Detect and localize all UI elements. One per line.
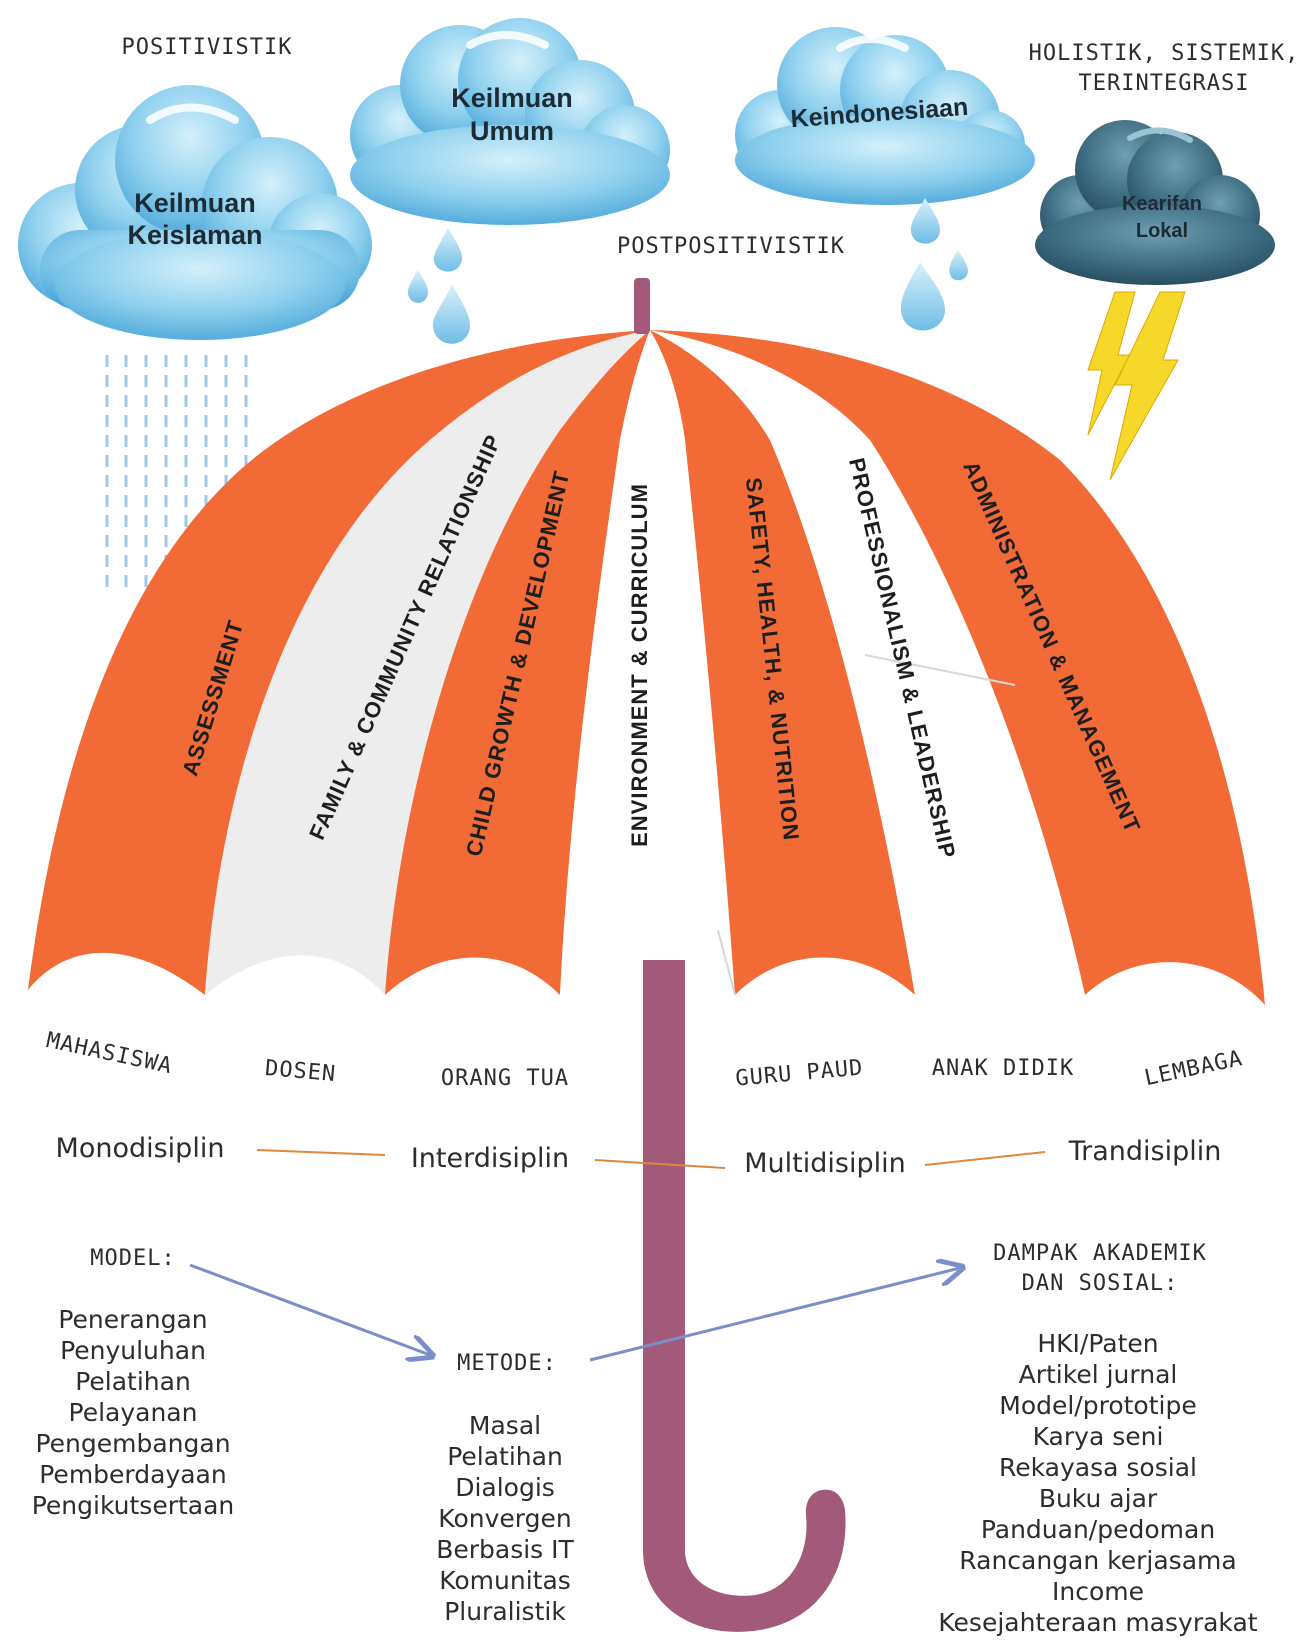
- paradigm-positivistik: POSITIVISTIK: [122, 35, 293, 60]
- metode-title: METODE:: [457, 1351, 557, 1376]
- list-item: Pluralistik: [444, 1597, 566, 1626]
- cloud-kearifan-line1: Kearifan: [1122, 193, 1202, 215]
- panel-assessment-shape: [28, 330, 650, 995]
- model-title: MODEL:: [90, 1246, 175, 1271]
- arrow-model-to-metode: [189, 1263, 430, 1355]
- stakeholder-dosen: DOSEN: [264, 1056, 337, 1087]
- list-item: Pemberdayaan: [39, 1460, 226, 1489]
- raindrop-icon: [900, 198, 968, 331]
- panel-professionalism-shape: [650, 330, 1085, 995]
- cloud-keislaman-line2: Keislaman: [127, 220, 262, 250]
- dampak-title-line2: DAN SOSIAL:: [1022, 1271, 1179, 1296]
- list-item: Model/prototipe: [999, 1391, 1196, 1420]
- raindrop-icon: [407, 228, 470, 344]
- dampak-title-line1: DAMPAK AKADEMIK: [993, 1241, 1207, 1266]
- paradigm-holistik-line1: HOLISTIK, SISTEMIK,: [1029, 41, 1300, 66]
- cloud-keislaman: Keilmuan Keislaman: [18, 85, 372, 340]
- cloud-keindonesiaan: Keindonesiaan: [735, 27, 1035, 205]
- cloud-kearifan-lokal: Kearifan Lokal: [1035, 120, 1275, 285]
- list-item: Konvergen: [438, 1504, 571, 1533]
- panel-administration-shape: [650, 330, 1265, 1005]
- cloud-umum: Keilmuan Umum: [350, 18, 670, 225]
- model-list: Penerangan Penyuluhan Pelatihan Pelayana…: [32, 1305, 235, 1520]
- cloud-kearifan-line2: Lokal: [1136, 220, 1188, 242]
- stakeholder-orang-tua: ORANG TUA: [441, 1066, 569, 1091]
- umbrella-tip: [634, 278, 650, 334]
- arrow-metode-to-dampak: [589, 1268, 960, 1362]
- discipline-monodisiplin: Monodisiplin: [56, 1133, 225, 1164]
- list-item: Dialogis: [455, 1473, 555, 1502]
- list-item: Kesejahteraan masyrakat: [938, 1608, 1257, 1637]
- list-item: Pengikutsertaan: [32, 1491, 235, 1520]
- stakeholder-mahasiswa: MAHASISWA: [44, 1028, 175, 1079]
- stakeholder-guru-paud: GURU PAUD: [734, 1055, 864, 1091]
- list-item: Komunitas: [439, 1566, 571, 1595]
- list-item: HKI/Paten: [1037, 1329, 1158, 1358]
- list-item: Masal: [469, 1411, 541, 1440]
- list-item: Rekayasa sosial: [999, 1453, 1197, 1482]
- list-item: Penyuluhan: [60, 1336, 206, 1365]
- stakeholder-anak-didik: ANAK DIDIK: [932, 1056, 1074, 1081]
- paradigm-postpositivistik: POSTPOSITIVISTIK: [617, 234, 845, 259]
- panel-safety-shape: [650, 330, 915, 995]
- list-item: Artikel jurnal: [1019, 1360, 1178, 1389]
- dampak-list: HKI/Paten Artikel jurnal Model/prototipe…: [938, 1329, 1257, 1637]
- cloud-keislaman-line1: Keilmuan: [134, 188, 256, 218]
- cloud-umum-line1: Keilmuan: [451, 83, 573, 113]
- umbrella-handle: [643, 960, 846, 1632]
- discipline-multidisiplin: Multidisiplin: [744, 1148, 905, 1179]
- list-item: Pelatihan: [447, 1442, 563, 1471]
- list-item: Buku ajar: [1039, 1484, 1158, 1513]
- stakeholder-lembaga: LEMBAGA: [1142, 1046, 1245, 1091]
- list-item: Pengembangan: [35, 1429, 230, 1458]
- discipline-interdisiplin: Interdisiplin: [411, 1143, 569, 1174]
- list-item: Rancangan kerjasama: [959, 1546, 1236, 1575]
- list-item: Berbasis IT: [436, 1535, 574, 1564]
- list-item: Penerangan: [58, 1305, 207, 1334]
- umbrella-canopy: ASSESSMENT FAMILY & COMMUNITY RELATIONSH…: [28, 278, 1265, 1005]
- list-item: Karya seni: [1033, 1422, 1164, 1451]
- list-item: Pelatihan: [75, 1367, 191, 1396]
- panel-child-shape: [385, 330, 650, 995]
- paradigm-holistik-line2: TERINTEGRASI: [1079, 71, 1250, 96]
- discipline-trandisiplin: Trandisiplin: [1068, 1136, 1222, 1167]
- discipline-connector: [256, 1149, 1046, 1169]
- list-item: Panduan/pedoman: [981, 1515, 1215, 1544]
- panel-environment-shape: [560, 330, 735, 995]
- list-item: Income: [1052, 1577, 1144, 1606]
- lightning-icon: [1087, 291, 1186, 481]
- panel-family-shape: [205, 330, 650, 995]
- list-item: Pelayanan: [69, 1398, 198, 1427]
- panel-label-environment: ENVIRONMENT & CURRICULUM: [627, 483, 652, 847]
- metode-list: Masal Pelatihan Dialogis Konvergen Berba…: [436, 1411, 574, 1626]
- cloud-umum-line2: Umum: [470, 116, 554, 146]
